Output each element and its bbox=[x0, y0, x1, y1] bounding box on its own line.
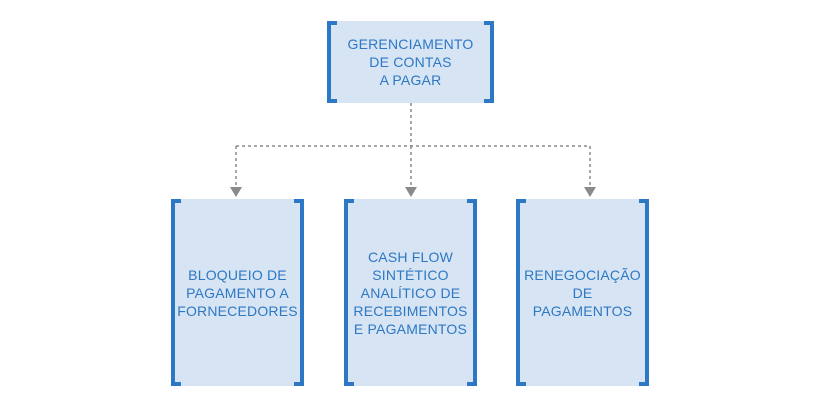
root-node-label: GERENCIAMENTO DE CONTAS A PAGAR bbox=[341, 35, 479, 89]
arrowhead-child-1 bbox=[230, 187, 242, 197]
bracket-left bbox=[344, 199, 354, 386]
label-line: RECEBIMENTOS bbox=[353, 302, 468, 319]
child-node-label: BLOQUEIO DE PAGAMENTO A FORNECEDORES bbox=[171, 266, 304, 320]
bracket-left bbox=[327, 21, 337, 103]
label-line: CASH FLOW bbox=[367, 248, 453, 265]
child-node-label: RENEGOCIAÇÃO DE PAGAMENTOS bbox=[518, 266, 647, 320]
child-node-bloqueio: BLOQUEIO DE PAGAMENTO A FORNECEDORES bbox=[171, 199, 304, 386]
child-node-renegociacao: RENEGOCIAÇÃO DE PAGAMENTOS bbox=[516, 199, 649, 386]
label-line: DE CONTAS bbox=[369, 54, 452, 70]
label-line: DE bbox=[572, 284, 593, 301]
child-node-label: CASH FLOW SINTÉTICO ANALÍTICO DE RECEBIM… bbox=[347, 248, 473, 338]
bracket-right bbox=[294, 199, 304, 386]
label-line: ANALÍTICO DE bbox=[360, 284, 461, 301]
root-node: GERENCIAMENTO DE CONTAS A PAGAR bbox=[327, 21, 494, 103]
label-line: GERENCIAMENTO bbox=[347, 36, 474, 52]
label-line: RENEGOCIAÇÃO bbox=[524, 266, 641, 283]
label-line: A PAGAR bbox=[379, 72, 442, 88]
arrowhead-child-3 bbox=[584, 187, 596, 197]
bracket-left bbox=[516, 199, 526, 386]
label-line: PAGAMENTOS bbox=[532, 302, 633, 319]
label-line: SINTÉTICO bbox=[372, 266, 449, 283]
bracket-right bbox=[467, 199, 477, 386]
label-line: BLOQUEIO DE bbox=[188, 266, 287, 283]
arrowhead-child-2 bbox=[405, 187, 417, 197]
label-line: PAGAMENTO A bbox=[186, 284, 289, 301]
label-line: FORNECEDORES bbox=[177, 302, 298, 319]
bracket-right bbox=[639, 199, 649, 386]
bracket-left bbox=[171, 199, 181, 386]
child-node-cash-flow: CASH FLOW SINTÉTICO ANALÍTICO DE RECEBIM… bbox=[344, 199, 477, 386]
label-line: E PAGAMENTOS bbox=[353, 320, 468, 337]
bracket-right bbox=[484, 21, 494, 103]
